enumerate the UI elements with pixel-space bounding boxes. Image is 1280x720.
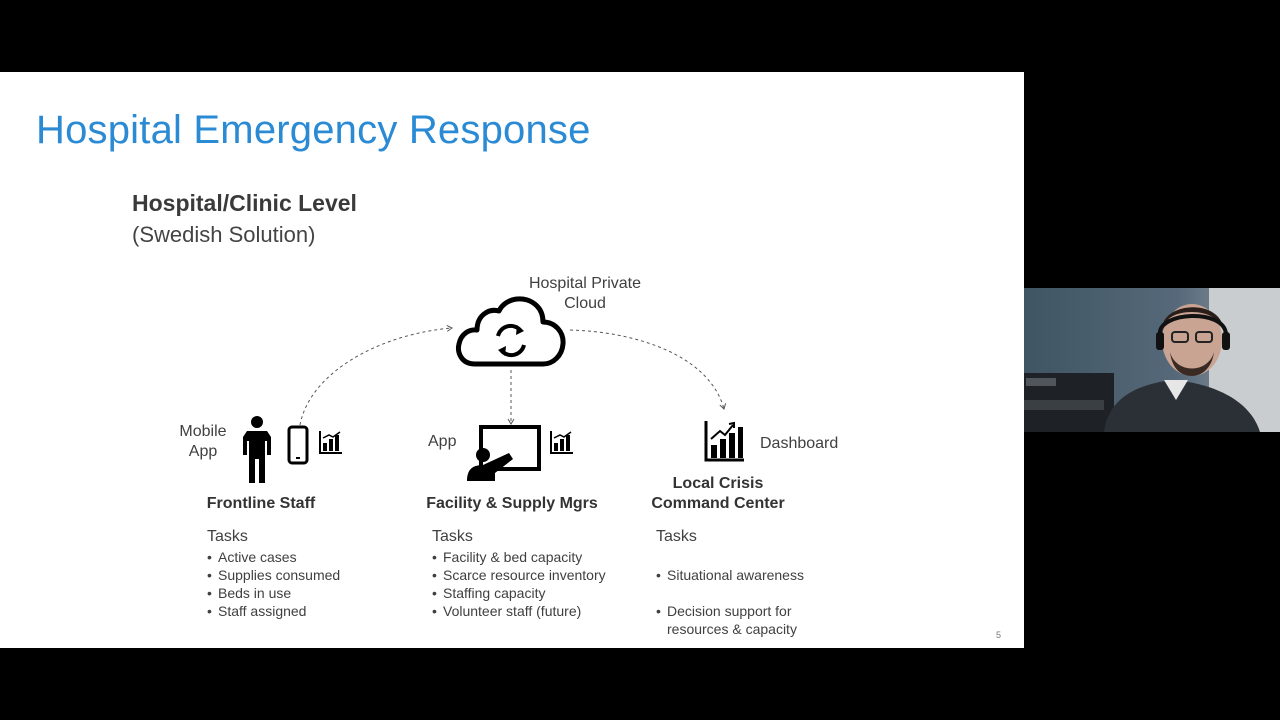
person-icon <box>243 416 271 483</box>
cloud-sync-icon <box>456 296 566 367</box>
list-item: Scarce resource inventory <box>432 566 606 584</box>
app-label: App <box>428 433 457 450</box>
tasks-list-frontline: Active cases Supplies consumed Beds in u… <box>207 548 340 620</box>
presentation-slide: Hospital Emergency Response Hospital/Cli… <box>0 72 1024 648</box>
list-item: Active cases <box>207 548 340 566</box>
tasks-list-facility: Facility & bed capacity Scarce resource … <box>432 548 606 620</box>
cloud-label: Hospital Private Cloud <box>528 275 642 312</box>
list-item: Situational awareness <box>656 566 804 584</box>
list-item: Decision support for resources & capacit… <box>656 602 804 638</box>
presentation-screen-icon <box>467 425 541 481</box>
bar-chart-icon <box>550 431 573 454</box>
list-item: Beds in use <box>207 584 340 602</box>
role-frontline-staff: Frontline Staff <box>206 495 316 512</box>
dashboard-label: Dashboard <box>760 435 839 452</box>
list-item: Staff assigned <box>207 602 340 620</box>
slide-title: Hospital Emergency Response <box>36 108 591 152</box>
slide-heading: Hospital/Clinic Level <box>132 190 357 216</box>
dashed-connectors <box>299 324 727 426</box>
tasks-heading-frontline: Tasks <box>207 528 248 545</box>
role-local-crisis-command-center: Local Crisis Command Center <box>651 475 785 512</box>
list-item: Facility & bed capacity <box>432 548 606 566</box>
role-facility-supply-mgrs: Facility & Supply Mgrs <box>426 495 598 512</box>
webcam-video <box>1024 288 1280 432</box>
list-item: Staffing capacity <box>432 584 606 602</box>
dashboard-chart-icon <box>704 421 744 462</box>
page-number: 5 <box>995 630 1001 640</box>
slide-subheading: (Swedish Solution) <box>132 222 316 247</box>
tasks-heading-command: Tasks <box>656 528 697 545</box>
mobile-app-label: Mobile App <box>179 423 227 460</box>
mobile-phone-icon <box>287 425 309 465</box>
tasks-list-command: Situational awareness Decision support f… <box>656 548 804 648</box>
tasks-heading-facility: Tasks <box>432 528 473 545</box>
bar-chart-icon <box>319 431 342 454</box>
presenter-video-image <box>1024 288 1280 432</box>
list-item: Supplies consumed <box>207 566 340 584</box>
list-item: Volunteer staff (future) <box>432 602 606 620</box>
